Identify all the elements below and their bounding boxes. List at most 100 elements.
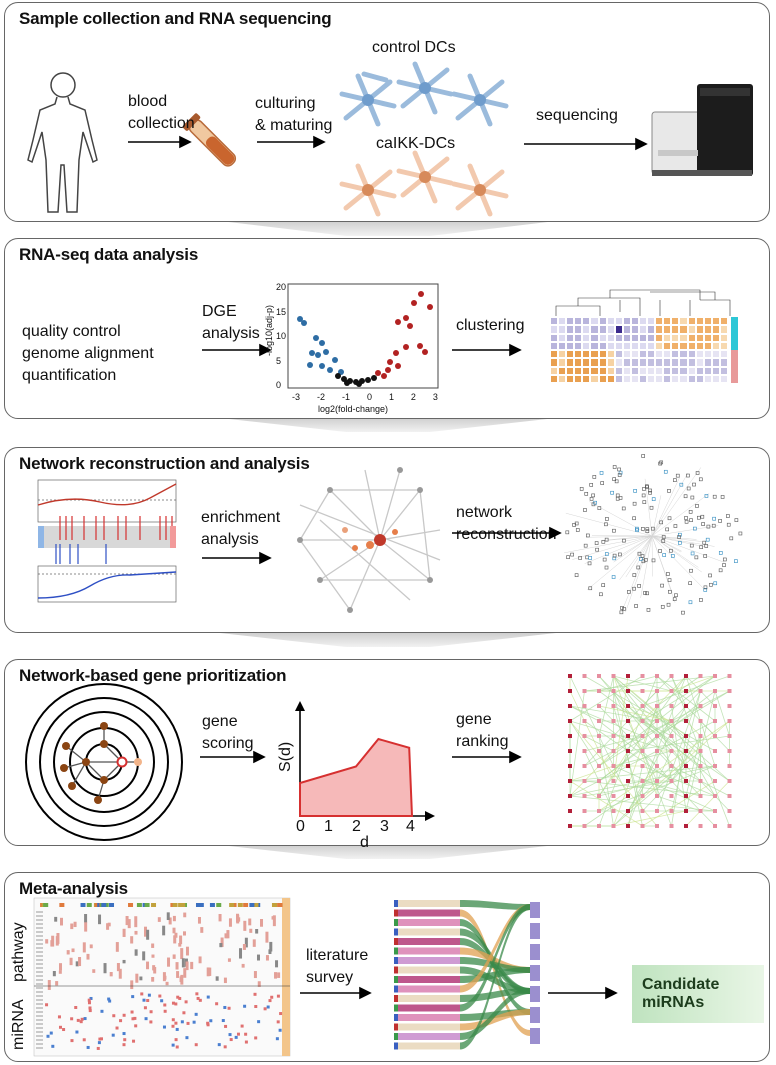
network-node (665, 527, 670, 532)
network-node (619, 610, 624, 615)
network-node (640, 704, 645, 708)
heatmap-cell (614, 366, 623, 375)
network-node (599, 592, 603, 597)
heatmap-cell (695, 358, 704, 367)
network-node (655, 734, 659, 738)
xtick: 0 (366, 392, 372, 402)
heatmap-cell (679, 374, 688, 383)
heatmap-cell (630, 358, 639, 367)
network-node (587, 561, 592, 566)
heatmap-cell (558, 325, 567, 334)
heatmap-cell (574, 325, 583, 334)
network-node (662, 553, 666, 557)
network-node (734, 518, 739, 522)
heatmap-cell (695, 341, 704, 350)
heatmap-cell (558, 333, 567, 342)
network-node (611, 674, 616, 678)
xtick: 2 (352, 818, 361, 835)
network-node (582, 734, 587, 738)
heatmap-cell (663, 317, 672, 326)
heatmap-cell (606, 325, 615, 334)
heatmap-cell (687, 350, 696, 359)
network-node (713, 704, 717, 708)
network-node (684, 519, 689, 524)
network-node (675, 473, 680, 478)
network-node (690, 551, 695, 556)
network-node (597, 764, 601, 768)
network-node (612, 528, 616, 533)
network-node (688, 509, 693, 514)
network-node (713, 719, 717, 723)
network-node (640, 734, 645, 738)
network-node (669, 704, 674, 708)
network-node (618, 552, 622, 557)
network-node (633, 489, 637, 493)
heatmap-cell (719, 374, 728, 383)
gene-scoring-label: gene scoring (202, 711, 254, 755)
heatmap-cell (679, 350, 688, 359)
network-node (626, 704, 630, 708)
network-node (646, 608, 651, 612)
heatmap-cell (630, 350, 639, 359)
network-node (635, 528, 639, 532)
heatmap-cell (630, 317, 639, 326)
xtick: -2 (316, 392, 325, 402)
network-node (684, 764, 688, 768)
network-node (604, 565, 609, 570)
network-node (640, 809, 645, 813)
network-node (579, 487, 584, 491)
panel-title: Network reconstruction and analysis (19, 454, 310, 473)
heatmap-cell (687, 325, 696, 334)
ranking-line2: ranking (456, 733, 509, 750)
panel-title: Sample collection and RNA sequencing (19, 9, 332, 28)
network-node (568, 779, 572, 783)
meta-heatmap (33, 897, 291, 1057)
ytick: 5 (276, 355, 282, 366)
heatmap-cell (614, 358, 623, 367)
caikk-dc-cells (339, 150, 509, 217)
heatmap-cell (679, 358, 688, 367)
human-icon (27, 72, 98, 213)
network-node (677, 535, 681, 539)
heatmap-cell (630, 374, 639, 383)
network-node (703, 585, 708, 590)
network-node (599, 471, 604, 475)
heatmap-cell (695, 333, 704, 342)
network-node (655, 719, 659, 723)
network-node (659, 460, 664, 465)
network-node (669, 809, 674, 813)
heatmap-cell (590, 374, 599, 383)
heatmap-cell (598, 317, 607, 326)
heatmap-cell (663, 341, 672, 350)
heatmap-cell (622, 350, 631, 359)
network-node (568, 824, 572, 828)
heatmap-cell (647, 366, 656, 375)
network-node (669, 794, 674, 798)
network-node (597, 719, 601, 723)
network-node (688, 600, 693, 605)
enrichment-map (299, 469, 441, 611)
heatmap-cell (671, 358, 680, 367)
network-node (626, 779, 630, 783)
heatmap-cell (614, 350, 623, 359)
network-node (642, 487, 646, 491)
heatmap-cell (582, 325, 591, 334)
xtick: 1 (388, 392, 394, 402)
network-node (658, 461, 662, 466)
heatmap-cell (711, 358, 720, 367)
heatmap-cell (566, 350, 575, 359)
heatmap-cell (655, 341, 664, 350)
network-node (658, 549, 662, 553)
network-node (588, 556, 593, 560)
network-node (651, 526, 655, 531)
heatmap-cell (558, 341, 567, 350)
network-node (574, 521, 579, 526)
heatmap-cell (679, 325, 688, 334)
network-node (655, 794, 659, 798)
heatmap-cell (582, 333, 591, 342)
network-node (713, 824, 717, 828)
network-node (727, 794, 732, 798)
heatmap-cell (638, 358, 648, 367)
